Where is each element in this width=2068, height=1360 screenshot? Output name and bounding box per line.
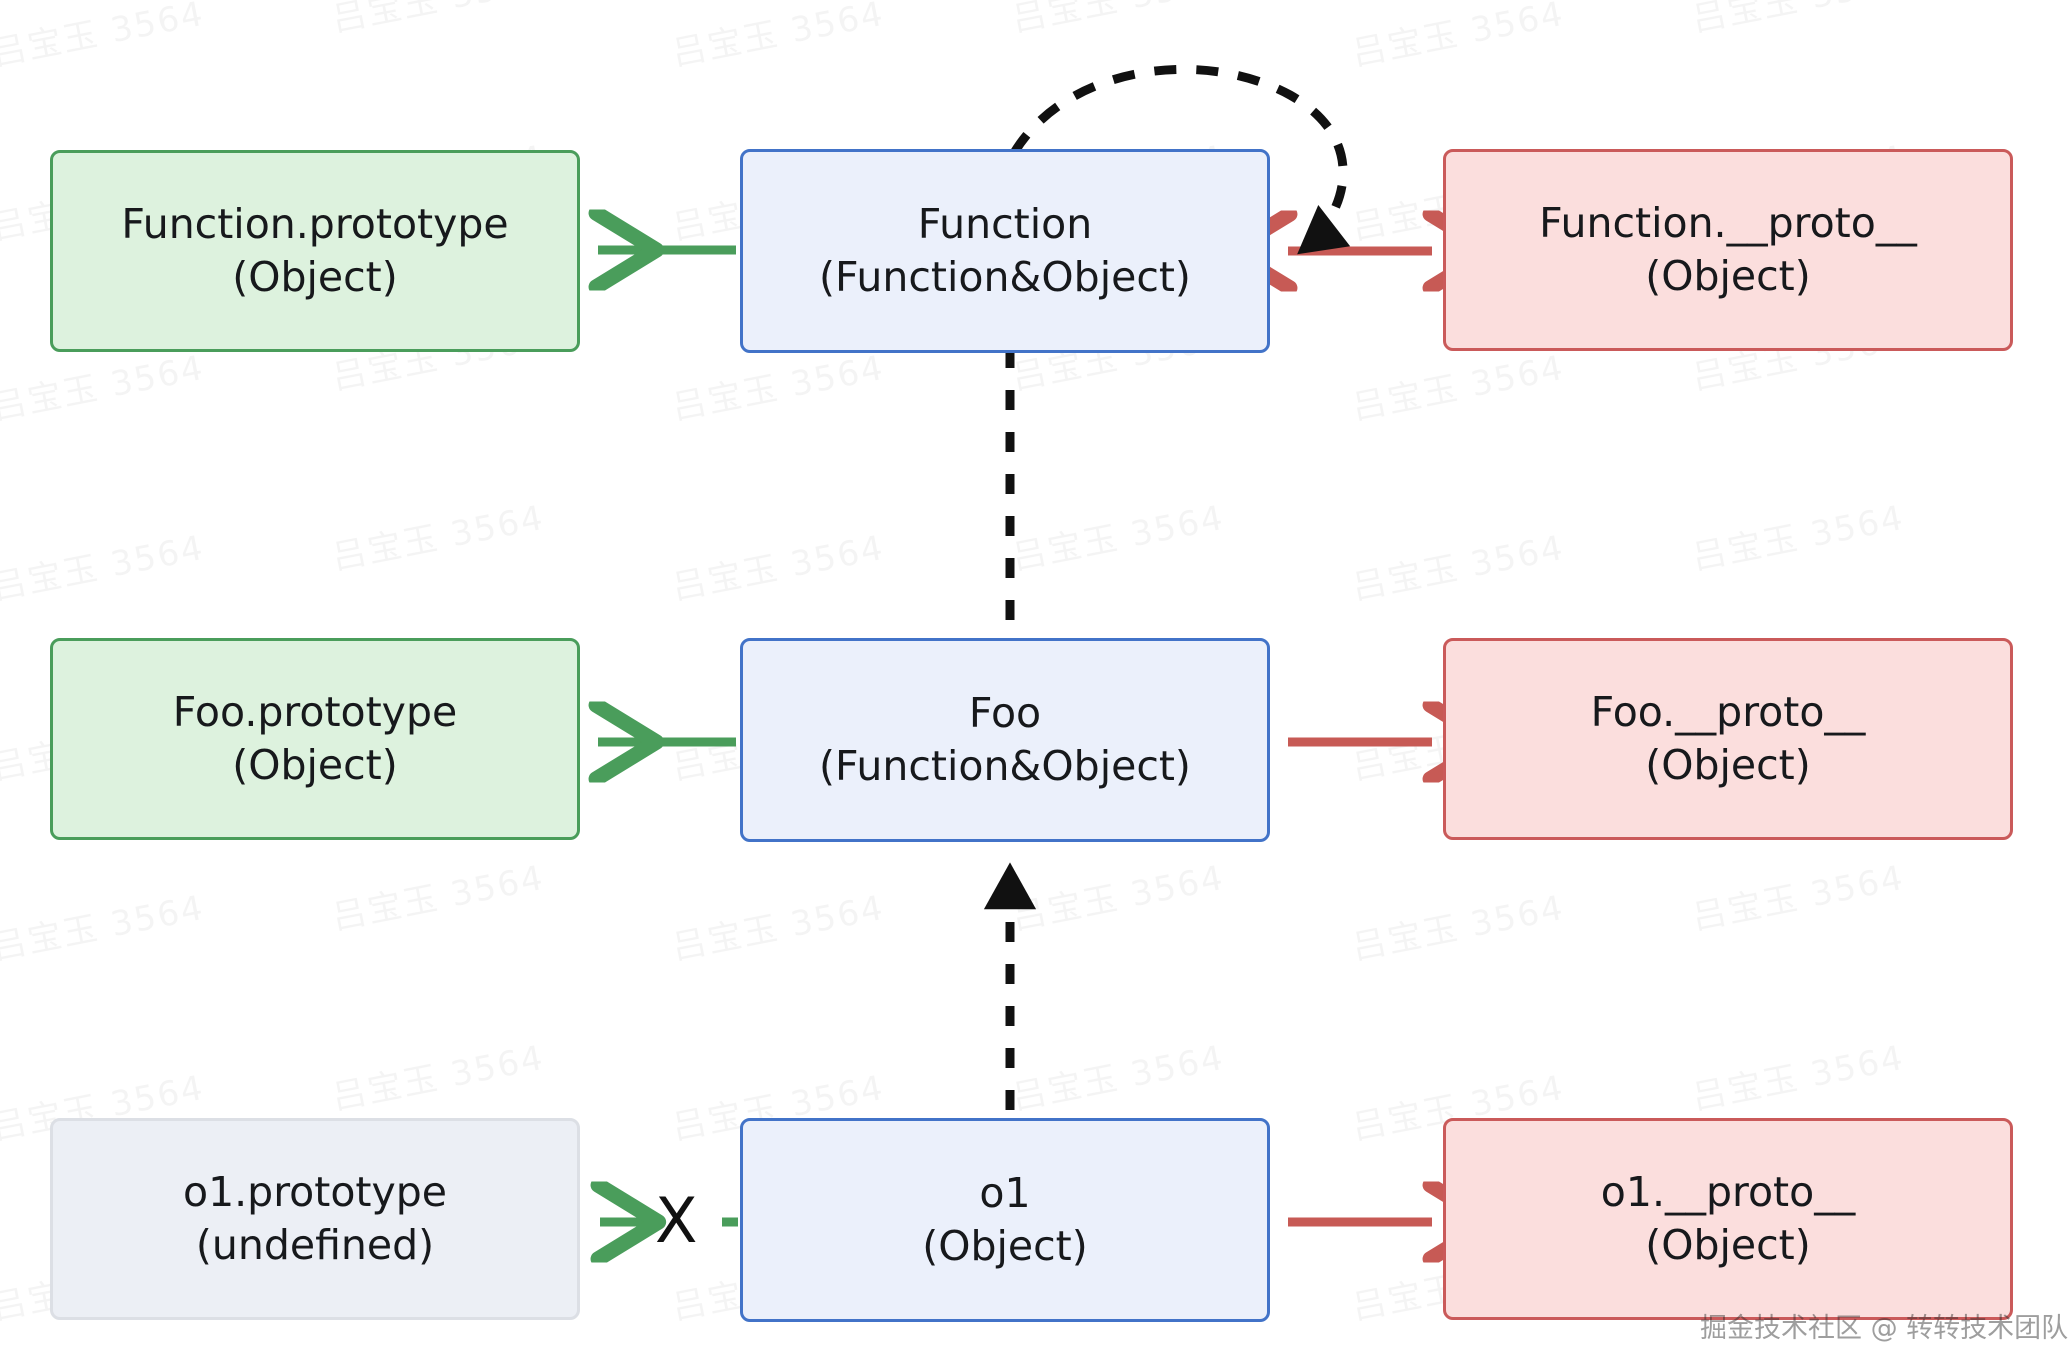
node-subtitle: (Object) [232, 741, 398, 789]
watermark-text: 吕宝玉 3564 [1007, 0, 1228, 41]
node-foo-prototype[interactable]: Foo.prototype (Object) [50, 638, 580, 840]
watermark-text: 吕宝玉 3564 [1347, 880, 1568, 969]
node-function[interactable]: Function (Function&Object) [740, 149, 1270, 353]
node-function-proto[interactable]: Function.__proto__ (Object) [1443, 149, 2013, 351]
watermark-text: 吕宝玉 3564 [667, 520, 888, 609]
node-o1[interactable]: o1 (Object) [740, 1118, 1270, 1322]
node-title: o1.prototype [182, 1167, 448, 1216]
node-subtitle: (Object) [922, 1222, 1088, 1270]
watermark-text: 吕宝玉 3564 [667, 340, 888, 429]
watermark-text: 吕宝玉 3564 [0, 520, 208, 609]
watermark-text: 吕宝玉 3564 [1347, 0, 1568, 75]
watermark-text: 吕宝玉 3564 [1687, 490, 1908, 579]
watermark-text: 吕宝玉 3564 [327, 850, 548, 939]
node-title: o1.__proto__ [1600, 1167, 1856, 1216]
watermark-text: 吕宝玉 3564 [1007, 850, 1228, 939]
watermark-text: 吕宝玉 3564 [327, 0, 548, 41]
node-title: Foo.__proto__ [1590, 687, 1866, 736]
node-subtitle: (Object) [1645, 741, 1811, 789]
node-function-prototype[interactable]: Function.prototype (Object) [50, 150, 580, 352]
node-title: Foo.prototype [172, 687, 458, 736]
watermark-text: 吕宝玉 3564 [0, 880, 208, 969]
watermark-text: 吕宝玉 3564 [1687, 1030, 1908, 1119]
node-foo[interactable]: Foo (Function&Object) [740, 638, 1270, 842]
node-subtitle: (Object) [1645, 252, 1811, 300]
watermark-text: 吕宝玉 3564 [327, 1030, 548, 1119]
node-o1-prototype[interactable]: o1.prototype (undefined) [50, 1118, 580, 1320]
watermark-text: 吕宝玉 3564 [327, 490, 548, 579]
node-subtitle: (Object) [1645, 1221, 1811, 1269]
node-o1-proto[interactable]: o1.__proto__ (Object) [1443, 1118, 2013, 1320]
node-subtitle: (Function&Object) [819, 742, 1191, 790]
credit-watermark: 掘金技术社区 @ 转转技术团队 [1700, 1313, 2068, 1344]
node-subtitle: (Object) [232, 253, 398, 301]
watermark-text: 吕宝玉 3564 [1007, 1030, 1228, 1119]
blocked-x-icon: X [655, 1184, 698, 1257]
watermark-text: 吕宝玉 3564 [1687, 850, 1908, 939]
node-title: Function.prototype [121, 199, 509, 248]
watermark-text: 吕宝玉 3564 [0, 340, 208, 429]
node-title: Foo [968, 688, 1042, 737]
watermark-text: 吕宝玉 3564 [1687, 0, 1908, 41]
watermark-text: 吕宝玉 3564 [0, 0, 208, 75]
watermark-text: 吕宝玉 3564 [1347, 340, 1568, 429]
watermark-text: 吕宝玉 3564 [667, 0, 888, 75]
node-subtitle: (undefined) [195, 1221, 435, 1269]
node-title: Function.__proto__ [1539, 198, 1917, 247]
node-title: o1 [979, 1168, 1031, 1217]
node-title: Function [917, 199, 1093, 248]
node-foo-proto[interactable]: Foo.__proto__ (Object) [1443, 638, 2013, 840]
node-subtitle: (Function&Object) [819, 253, 1191, 301]
watermark-text: 吕宝玉 3564 [1007, 490, 1228, 579]
watermark-text: 吕宝玉 3564 [667, 880, 888, 969]
watermark-text: 吕宝玉 3564 [1347, 520, 1568, 609]
